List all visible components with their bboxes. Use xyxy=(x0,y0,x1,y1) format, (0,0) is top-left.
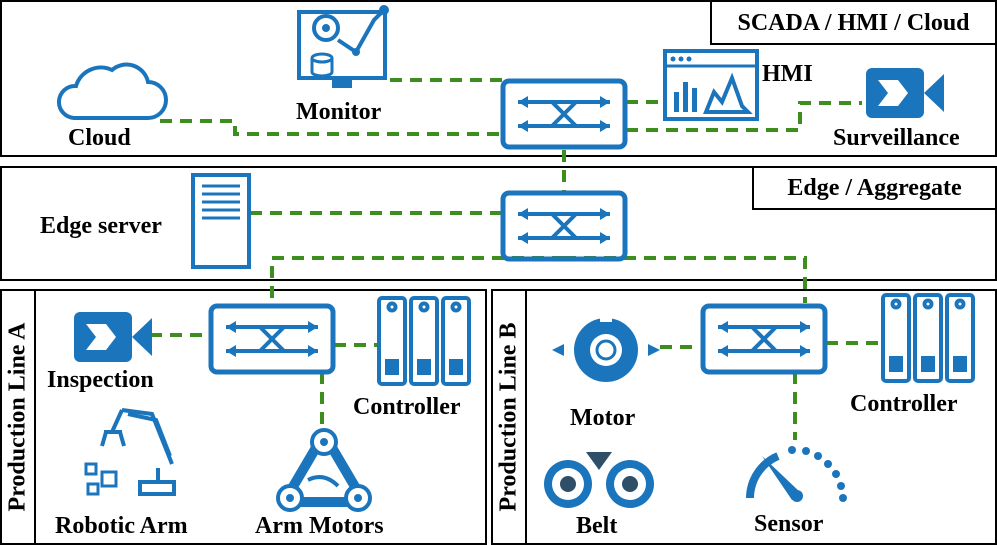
plc-rack-icon xyxy=(377,296,471,386)
gear-chain-icon xyxy=(276,428,372,512)
monitor-analytics-icon xyxy=(297,5,389,88)
edge-server-label: Edge server xyxy=(40,213,162,239)
link-edge-lineA xyxy=(270,256,564,303)
robot-arm-icon xyxy=(84,408,176,496)
hmi-label: HMI xyxy=(762,61,813,87)
layer-line-b: Production Line B xyxy=(491,289,997,545)
link-edge-lineB xyxy=(564,256,807,303)
link-switch-surveillance xyxy=(626,101,862,132)
network-switch-icon xyxy=(208,303,336,375)
cloud-icon xyxy=(57,62,168,120)
sensor-label: Sensor xyxy=(754,511,824,537)
link-cloud-switch xyxy=(160,119,502,136)
camera-icon xyxy=(866,68,944,118)
robotic-arm-label: Robotic Arm xyxy=(55,513,188,539)
server-icon xyxy=(191,173,251,269)
network-switch-icon xyxy=(700,303,828,375)
cloud-label: Cloud xyxy=(68,125,131,151)
belt-label: Belt xyxy=(576,513,618,539)
motor-icon xyxy=(552,312,660,382)
network-switch-icon xyxy=(500,78,628,150)
arm-motors-label: Arm Motors xyxy=(255,513,384,539)
inspection-label: Inspection xyxy=(47,367,154,393)
camera-icon xyxy=(74,312,152,362)
controller-b-label: Controller xyxy=(850,391,958,417)
scada-title: SCADA / HMI / Cloud xyxy=(710,0,997,45)
motor-label: Motor xyxy=(570,405,636,431)
monitor-label: Monitor xyxy=(296,99,382,125)
surveillance-label: Surveillance xyxy=(833,125,960,151)
line-b-title-box: Production Line B xyxy=(493,291,527,543)
controller-a-label: Controller xyxy=(353,394,461,420)
conveyor-belt-icon xyxy=(544,452,654,508)
edge-title: Edge / Aggregate xyxy=(752,166,997,210)
plc-rack-icon xyxy=(881,293,975,383)
network-switch-icon xyxy=(500,190,628,262)
gauge-icon xyxy=(746,446,847,502)
dashboard-window-icon xyxy=(663,49,759,121)
line-a-title-box: Production Line A xyxy=(2,291,36,543)
